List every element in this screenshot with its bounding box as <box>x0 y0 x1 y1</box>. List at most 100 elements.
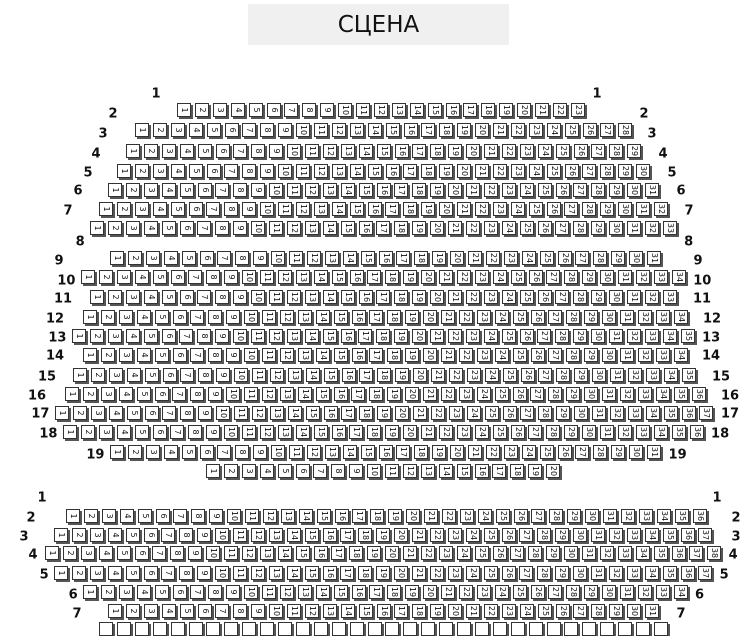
seat[interactable]: 28 <box>566 348 581 362</box>
seat[interactable]: 13 <box>269 406 284 420</box>
seat[interactable]: 10 <box>260 202 275 216</box>
seat[interactable]: 15 <box>358 183 373 197</box>
seat[interactable]: 26 <box>555 183 570 197</box>
seat[interactable]: 35 <box>671 425 686 439</box>
seat[interactable]: 17 <box>369 310 384 324</box>
seat[interactable]: 8 <box>208 310 223 324</box>
seat[interactable]: 15 <box>376 144 391 158</box>
seat[interactable]: 22 <box>501 144 516 158</box>
seat[interactable]: 13 <box>391 103 406 117</box>
seat[interactable]: 8 <box>170 546 185 560</box>
seat[interactable]: 17 <box>376 290 391 304</box>
seat[interactable]: 16 <box>376 604 391 618</box>
seat[interactable]: 26 <box>564 164 579 178</box>
seat[interactable]: 25 <box>483 566 498 580</box>
seat[interactable]: 30 <box>564 546 579 560</box>
seat[interactable]: 3 <box>98 425 113 439</box>
seat[interactable]: 1 <box>54 528 68 542</box>
seat[interactable]: 5 <box>197 144 212 158</box>
seat[interactable]: 12 <box>304 183 319 197</box>
seat[interactable]: 3 <box>89 528 104 542</box>
seat[interactable]: 12 <box>279 310 294 324</box>
seat[interactable]: 22 <box>510 123 525 137</box>
seat[interactable]: 16 <box>322 528 337 542</box>
seat[interactable]: 27 <box>528 425 543 439</box>
seat[interactable]: 27 <box>575 445 590 459</box>
seat[interactable]: 30 <box>609 290 624 304</box>
seat[interactable] <box>457 622 471 636</box>
seat[interactable]: 19 <box>376 528 391 542</box>
seat[interactable]: 35 <box>681 368 696 382</box>
seat[interactable]: 10 <box>271 251 286 265</box>
seat[interactable]: 22 <box>429 528 444 542</box>
seat[interactable]: 33 <box>655 348 670 362</box>
seat[interactable]: 24 <box>501 290 516 304</box>
seat[interactable]: 22 <box>474 202 489 216</box>
seat[interactable]: 34 <box>673 585 688 599</box>
seat[interactable]: 15 <box>295 546 310 560</box>
seat[interactable]: 20 <box>448 604 463 618</box>
seat[interactable]: 25 <box>564 123 579 137</box>
seat[interactable]: 2 <box>82 387 97 401</box>
seat[interactable]: 24 <box>484 368 499 382</box>
seat[interactable]: 14 <box>322 221 337 235</box>
seat[interactable]: 25 <box>539 445 554 459</box>
seat[interactable]: 22 <box>430 406 445 420</box>
seat[interactable]: 13 <box>324 445 339 459</box>
seat[interactable]: 1 <box>83 348 97 362</box>
seat[interactable]: 18 <box>358 528 373 542</box>
seat[interactable]: 18 <box>370 509 385 523</box>
seat[interactable]: 11 <box>242 425 256 439</box>
seat[interactable]: 14 <box>367 123 382 137</box>
seat[interactable]: 14 <box>315 348 330 362</box>
seat[interactable]: 32 <box>609 406 624 420</box>
seat[interactable]: 25 <box>474 546 489 560</box>
seat[interactable]: 3 <box>143 604 158 618</box>
seat[interactable]: 29 <box>609 183 624 197</box>
seat[interactable]: 23 <box>528 123 543 137</box>
seat[interactable]: 30 <box>591 329 606 343</box>
seat[interactable]: 5 <box>125 566 140 580</box>
seat[interactable]: 17 <box>340 528 355 542</box>
seat[interactable]: 33 <box>626 528 641 542</box>
seat[interactable]: 11 <box>233 528 247 542</box>
seat[interactable]: 12 <box>259 425 274 439</box>
seat[interactable]: 21 <box>466 604 480 618</box>
seat[interactable]: 24 <box>466 406 481 420</box>
seat[interactable]: 31 <box>602 387 616 401</box>
seat[interactable]: 21 <box>457 202 471 216</box>
seat[interactable]: 27 <box>575 251 590 265</box>
seat[interactable] <box>152 622 167 636</box>
seat[interactable]: 13 <box>279 387 294 401</box>
seat[interactable]: 11 <box>287 183 301 197</box>
seat[interactable]: 7 <box>190 348 205 362</box>
seat[interactable]: 38 <box>707 546 722 560</box>
seat[interactable]: 20 <box>403 425 418 439</box>
seat[interactable]: 15 <box>349 202 364 216</box>
seat[interactable]: 36 <box>671 546 686 560</box>
seat[interactable]: 18 <box>387 348 402 362</box>
seat[interactable]: 30 <box>629 445 644 459</box>
seat[interactable]: 24 <box>494 348 509 362</box>
seat[interactable]: 19 <box>439 164 454 178</box>
seat[interactable]: 8 <box>208 348 223 362</box>
seat[interactable]: 18 <box>421 164 436 178</box>
seat[interactable]: 4 <box>143 290 158 304</box>
seat[interactable]: 11 <box>385 464 399 478</box>
seat[interactable]: 13 <box>259 546 274 560</box>
seat[interactable]: 8 <box>215 221 230 235</box>
seat[interactable] <box>278 622 292 636</box>
seat[interactable]: 2 <box>100 310 115 324</box>
seat[interactable]: 13 <box>287 368 302 382</box>
seat[interactable] <box>564 622 579 636</box>
seat[interactable]: 11 <box>356 103 370 117</box>
seat[interactable]: 9 <box>206 425 221 439</box>
seat[interactable]: 13 <box>277 425 292 439</box>
seat[interactable]: 1 <box>72 329 86 343</box>
seat[interactable]: 9 <box>226 348 241 362</box>
seat[interactable]: 25 <box>537 604 552 618</box>
seat[interactable]: 11 <box>251 329 265 343</box>
seat[interactable]: 15 <box>360 445 375 459</box>
seat[interactable]: 33 <box>635 425 650 439</box>
seat[interactable]: 21 <box>424 509 438 523</box>
